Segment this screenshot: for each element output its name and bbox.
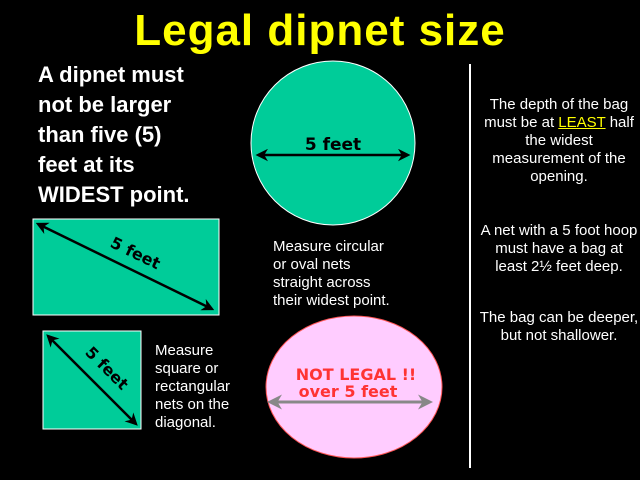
example-text: A net with a 5 foot hoop must have a bag… (480, 222, 638, 275)
caption-line: Measure circular (273, 238, 384, 255)
square-net-diagram: 5 feet (42, 330, 142, 430)
intro-text: A dipnet must not be larger than five (5… (38, 60, 248, 210)
double-arrow-icon (46, 334, 138, 426)
text-part: half the widest measurement of the openi… (492, 114, 634, 185)
depth-rule-text: The depth of the bag must be at LEAST ha… (478, 96, 640, 186)
caption-line: straight across (273, 274, 371, 291)
double-arrow-icon (35, 222, 215, 311)
circle-label: 5 feet (305, 135, 361, 155)
caption-line: or oval nets (273, 256, 351, 273)
caption-line: diagonal. (155, 414, 216, 431)
caption-line: their widest point. (273, 292, 390, 309)
caption-line: Measure (155, 342, 214, 359)
deeper-note-text: The bag can be deeper, but not shallower… (479, 309, 639, 344)
caption-line: rectangular (155, 378, 231, 395)
least-highlight: LEAST (558, 114, 606, 131)
caption-line: nets on the (155, 396, 230, 413)
intro-line: A dipnet must (38, 62, 184, 87)
intro-line: feet at its (38, 152, 135, 177)
rectangle-net-diagram: 5 feet (32, 218, 220, 316)
square-caption: Measure square or rectangular nets on th… (155, 342, 255, 432)
page-title: Legal dipnet size (134, 6, 506, 55)
intro-line: than five (5) (38, 122, 162, 147)
over-five-feet-label: over 5 feet (299, 382, 398, 401)
circle-net-diagram: 5 feet (250, 60, 416, 226)
vertical-divider (469, 64, 471, 468)
text-part: The depth of the bag must be at (484, 96, 629, 131)
not-legal-label: NOT LEGAL !! (296, 365, 416, 384)
caption-line: square or (155, 360, 219, 377)
illegal-oval-diagram: NOT LEGAL !! over 5 feet (265, 315, 443, 459)
intro-line: WIDEST point. (38, 182, 190, 207)
intro-line: not be larger (38, 92, 172, 117)
circle-caption: Measure circular or oval nets straight a… (273, 238, 443, 310)
